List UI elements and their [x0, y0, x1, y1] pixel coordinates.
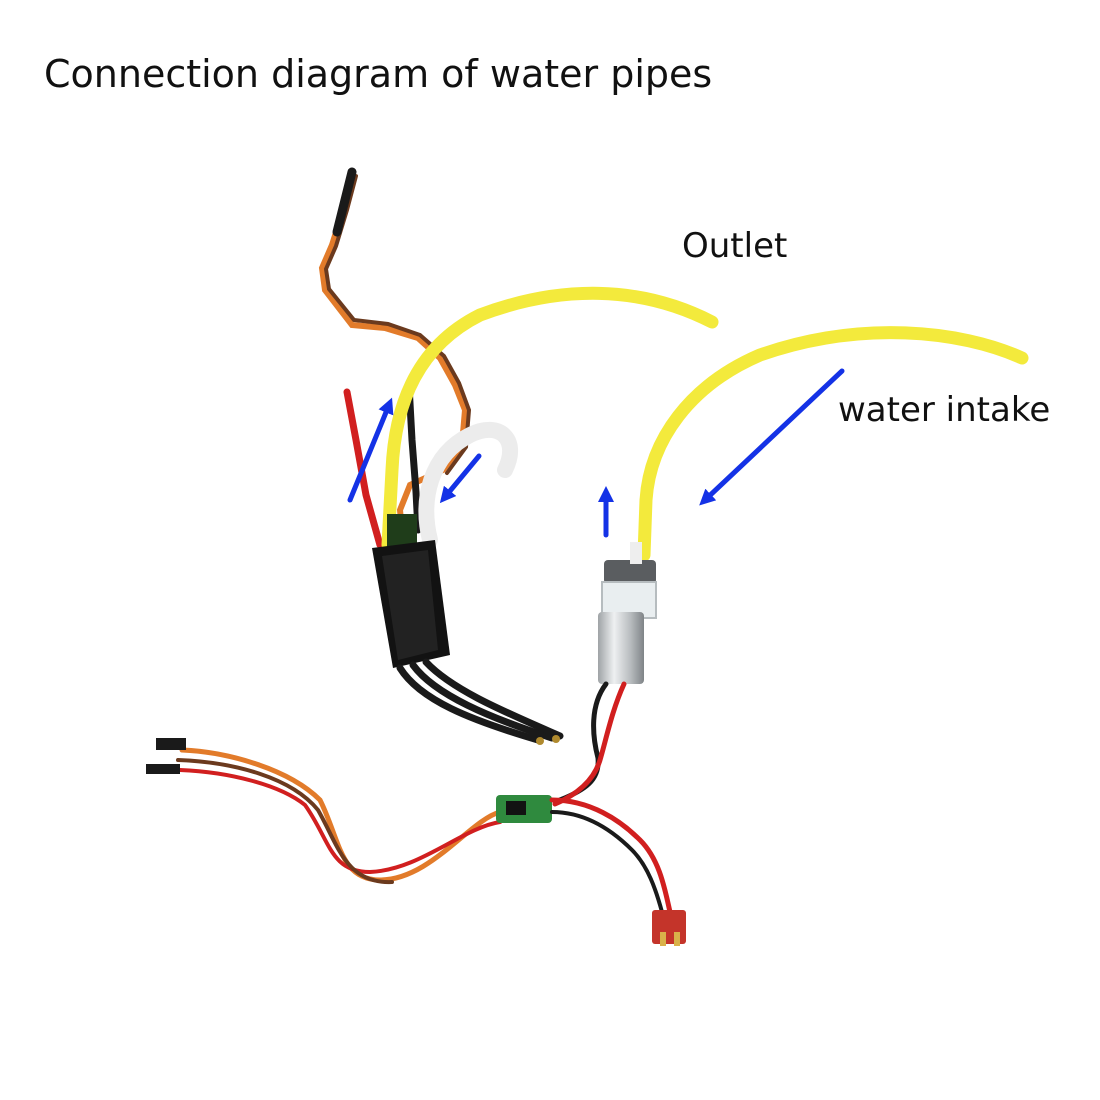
diagram-title: Connection diagram of water pipes [44, 52, 713, 96]
t-plug-connector [652, 910, 686, 946]
flow-arrows [347, 368, 845, 538]
esc-white-tube [418, 422, 518, 548]
esc-inflow-arrow [439, 453, 482, 504]
receiver-lead [146, 738, 503, 885]
outlet-label: Outlet [682, 226, 788, 266]
water-pump [598, 542, 657, 684]
esc-outflow-arrow [347, 397, 394, 503]
outlet-tube [381, 286, 719, 552]
esc-body [372, 514, 450, 668]
pump-wires [552, 681, 627, 807]
intake-flow-arrow [699, 368, 845, 506]
battery-lead [549, 797, 673, 915]
esc-motor-wires [396, 658, 564, 744]
water-intake-label: water intake [838, 390, 1051, 430]
bec-board [496, 795, 552, 823]
intake-tube [637, 326, 1029, 562]
